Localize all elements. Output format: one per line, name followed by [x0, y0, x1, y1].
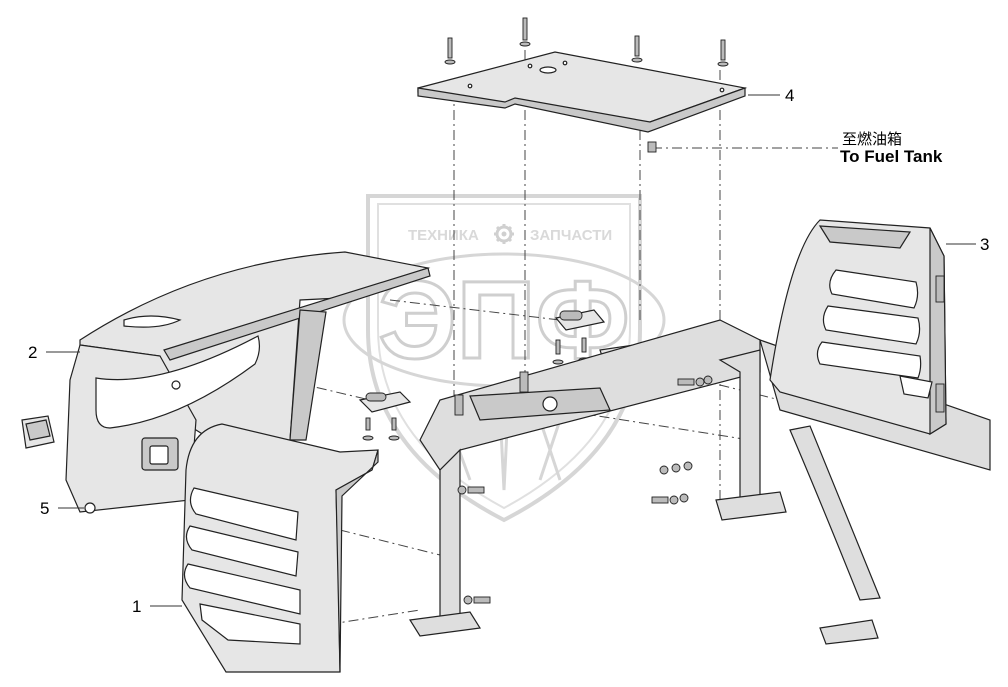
right-side-panel	[769, 219, 947, 436]
callout-4: 4	[785, 86, 794, 105]
gear-icon	[494, 224, 514, 244]
callout-leaders	[46, 94, 976, 607]
cover-bolts	[444, 17, 729, 153]
watermark-text-right: ЗАПЧАСТИ	[530, 227, 612, 244]
hood-latch-bracket	[21, 415, 55, 449]
callout-5: 5	[40, 499, 49, 518]
top-cover-plate	[417, 51, 748, 133]
annotation-zh: 至燃油箱	[842, 130, 902, 148]
frame-fasteners	[457, 375, 713, 605]
callout-3: 3	[980, 235, 989, 254]
hinge-left	[358, 391, 412, 441]
callout-1: 1	[132, 597, 141, 616]
annotation-en: To Fuel Tank	[840, 147, 943, 166]
hood-panel	[65, 251, 431, 514]
left-side-panel	[181, 423, 379, 673]
watermark-text-left: ТЕХНИКА	[408, 227, 479, 244]
callout-2: 2	[28, 343, 37, 362]
